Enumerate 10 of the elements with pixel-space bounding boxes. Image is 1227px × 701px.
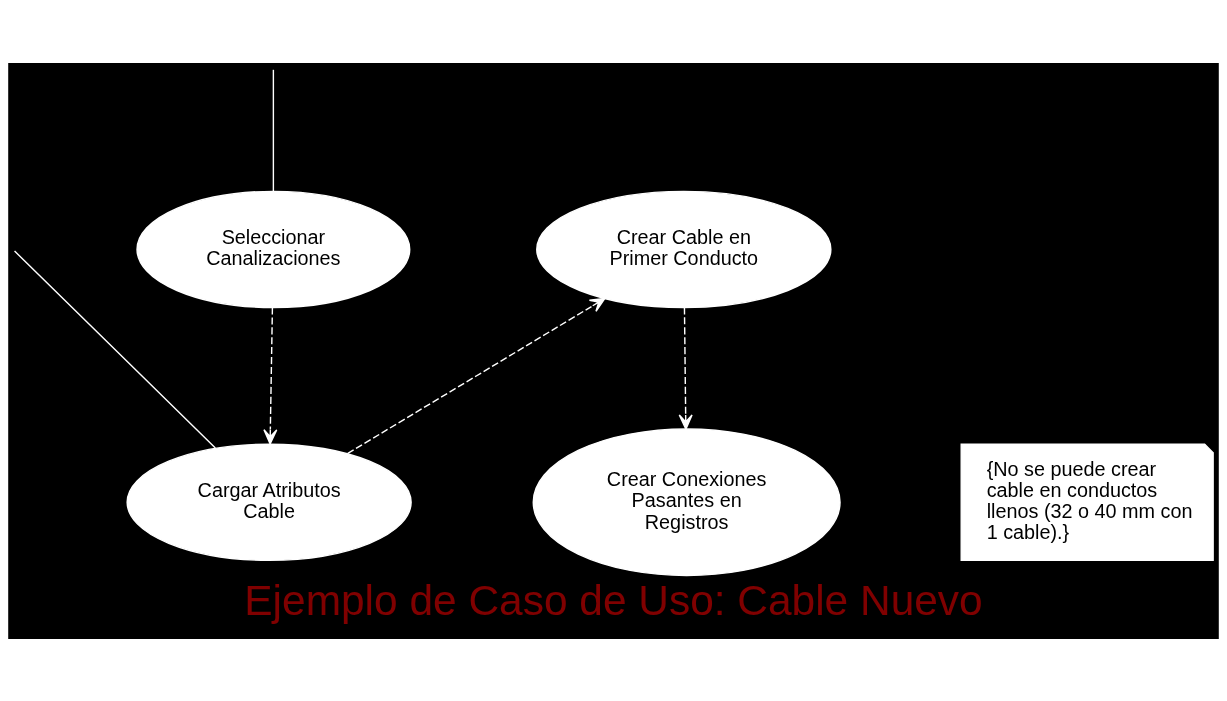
arrow — [263, 306, 278, 445]
node-ellipse: Crear Cable en Primer Conducto — [536, 190, 832, 308]
connector — [13, 249, 217, 449]
connector — [272, 68, 275, 192]
arrow — [678, 306, 693, 430]
node-ellipse: Crear Conexiones Pasantes en Registros — [532, 427, 841, 576]
diagram-title: Ejemplo de Caso de Uso: Cable Nuevo — [244, 576, 983, 624]
node-ellipse: Seleccionar Canalizaciones — [136, 190, 411, 308]
node-ellipse: Cargar Atributos Cable — [126, 443, 412, 561]
arrow — [347, 297, 606, 454]
